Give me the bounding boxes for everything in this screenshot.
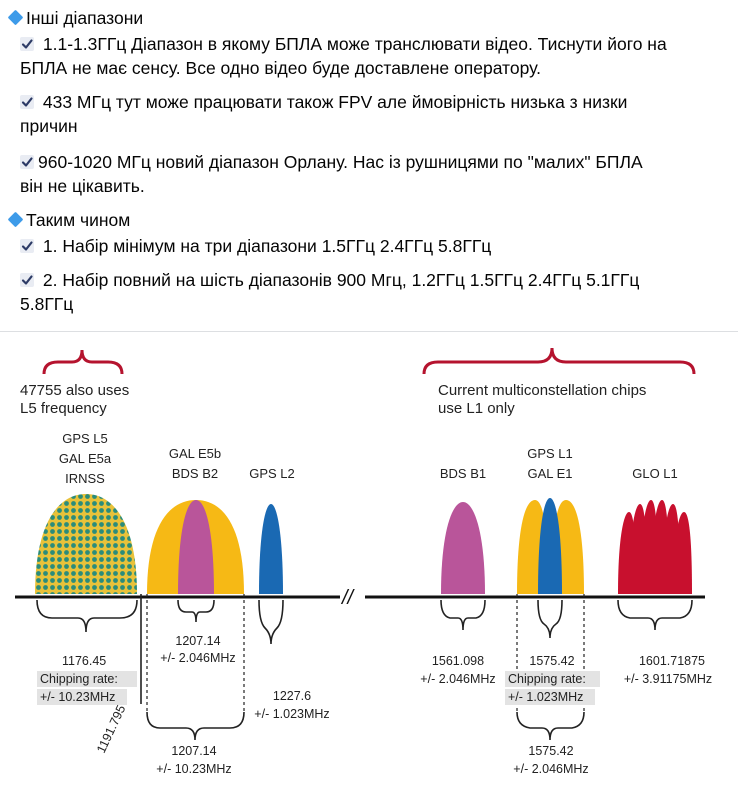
check-mark-icon bbox=[20, 37, 34, 51]
item-text: 1. Набір мінімум на три діапазони 1.5ГГц… bbox=[38, 236, 492, 256]
section-heading: Інші діапазони bbox=[6, 6, 143, 30]
rate-label: +/- 10.23MHz bbox=[40, 690, 115, 704]
band-label: IRNSS bbox=[65, 471, 105, 486]
note-left-2: L5 frequency bbox=[20, 400, 107, 417]
chipping-label: Chipping rate: bbox=[40, 672, 118, 686]
chipping-highlight bbox=[505, 689, 595, 705]
brace-1575-wide bbox=[516, 711, 585, 741]
note-right-1: Current multiconstellation chips bbox=[438, 382, 646, 399]
rate-label: +/- 1.023MHz bbox=[508, 690, 583, 704]
list-item-continued: причин bbox=[20, 114, 78, 138]
l1-blue-shape bbox=[538, 498, 562, 594]
item-text: 960-1020 МГц новий діапазон Орлану. Нас … bbox=[38, 152, 643, 172]
item-text: 1.1-1.3ГГц Діапазон в якому БПЛА може тр… bbox=[38, 34, 667, 54]
brace-1176 bbox=[36, 599, 138, 633]
rate-label: +/- 10.23MHz bbox=[156, 762, 231, 776]
left-red-brace bbox=[42, 349, 124, 375]
section-heading: Таким чином bbox=[6, 208, 130, 232]
band-label: GAL E1 bbox=[527, 466, 572, 481]
check-mark-icon bbox=[20, 155, 34, 169]
brace-1227 bbox=[258, 599, 284, 645]
chipping-label: Chipping rate: bbox=[508, 672, 586, 686]
list-item-continued: 5.8ГГц bbox=[20, 292, 73, 316]
right-red-brace bbox=[422, 347, 696, 375]
list-item: 1.1-1.3ГГц Діапазон в якому БПЛА може тр… bbox=[20, 32, 667, 56]
brace-1207-narrow bbox=[177, 599, 215, 623]
list-item: 1. Набір мінімум на три діапазони 1.5ГГц… bbox=[20, 234, 491, 258]
band-label: GAL E5a bbox=[59, 451, 112, 466]
list-item-continued: БПЛА не має сенсу. Все одно відео буде д… bbox=[20, 56, 541, 80]
band-label: GPS L2 bbox=[249, 466, 295, 481]
chipping-highlight bbox=[505, 671, 600, 687]
freq-label: 1227.6 bbox=[273, 689, 311, 703]
brace-1575-narrow bbox=[537, 599, 563, 639]
rate-label: +/- 1.023MHz bbox=[254, 707, 329, 721]
freq-label: 1207.14 bbox=[175, 634, 220, 648]
rate-label: +/- 2.046MHz bbox=[513, 762, 588, 776]
note-right-2: use L1 only bbox=[438, 400, 515, 417]
b1-magenta-shape bbox=[441, 502, 485, 594]
l5-band-shape bbox=[35, 494, 137, 594]
blue-diamond-icon bbox=[7, 211, 24, 228]
item-text: 2. Набір повний на шість діапазонів 900 … bbox=[38, 270, 640, 290]
list-item: 960-1020 МГц новий діапазон Орлану. Нас … bbox=[20, 150, 643, 174]
rate-label: +/- 3.91175MHz bbox=[624, 672, 712, 686]
l2-blue-shape bbox=[259, 504, 283, 594]
glonass-red-shapes bbox=[618, 500, 692, 594]
item-text: 5.8ГГц bbox=[20, 294, 74, 314]
item-text: 433 МГц тут може працювати також FPV але… bbox=[38, 92, 628, 112]
item-text: він не цікавить. bbox=[20, 176, 145, 196]
band-label: GLO L1 bbox=[632, 466, 678, 481]
check-mark-icon bbox=[20, 273, 34, 287]
brace-1601 bbox=[617, 599, 693, 631]
band-label: BDS B1 bbox=[440, 466, 486, 481]
note-left-1: 47755 also uses bbox=[20, 382, 129, 399]
band-label: BDS B2 bbox=[172, 466, 218, 481]
freq-label: 1176.45 bbox=[62, 654, 106, 668]
rate-label: +/- 2.046MHz bbox=[420, 672, 495, 686]
list-item: 2. Набір повний на шість діапазонів 900 … bbox=[20, 268, 639, 292]
axis-break: // bbox=[340, 587, 356, 609]
freq-label: 1207.14 bbox=[171, 744, 216, 758]
divider bbox=[0, 331, 738, 332]
brace-1207-wide bbox=[146, 711, 245, 741]
list-item: 433 МГц тут може працювати також FPV але… bbox=[20, 90, 627, 114]
freq-label-rotated: 1191.795 bbox=[94, 703, 128, 755]
blue-diamond-icon bbox=[7, 9, 24, 26]
freq-label: 1561.098 bbox=[432, 654, 484, 668]
freq-label: 1575.42 bbox=[528, 744, 573, 758]
band-label: GPS L1 bbox=[527, 446, 573, 461]
check-mark-icon bbox=[20, 239, 34, 253]
chipping-highlight bbox=[37, 689, 127, 705]
item-text: БПЛА не має сенсу. Все одно відео буде д… bbox=[20, 58, 542, 78]
gnss-band-diagram: 47755 also uses L5 frequency Current mul… bbox=[15, 347, 712, 776]
check-mark-icon bbox=[20, 95, 34, 109]
rate-label: +/- 2.046MHz bbox=[160, 651, 235, 665]
b2-magenta-shape bbox=[178, 500, 214, 594]
band-label: GAL E5b bbox=[169, 446, 221, 461]
band-label: GPS L5 bbox=[62, 431, 108, 446]
freq-label: 1575.42 bbox=[529, 654, 574, 668]
post-text: Інші діапазони 1.1-1.3ГГц Діапазон в яко… bbox=[0, 0, 738, 330]
heading-text: Інші діапазони bbox=[26, 8, 144, 28]
heading-text: Таким чином bbox=[26, 210, 131, 230]
freq-label: 1601.71875 bbox=[639, 654, 705, 668]
chipping-highlight bbox=[37, 671, 137, 687]
list-item-continued: він не цікавить. bbox=[20, 174, 145, 198]
brace-1561 bbox=[440, 599, 486, 631]
item-text: причин bbox=[20, 116, 78, 136]
